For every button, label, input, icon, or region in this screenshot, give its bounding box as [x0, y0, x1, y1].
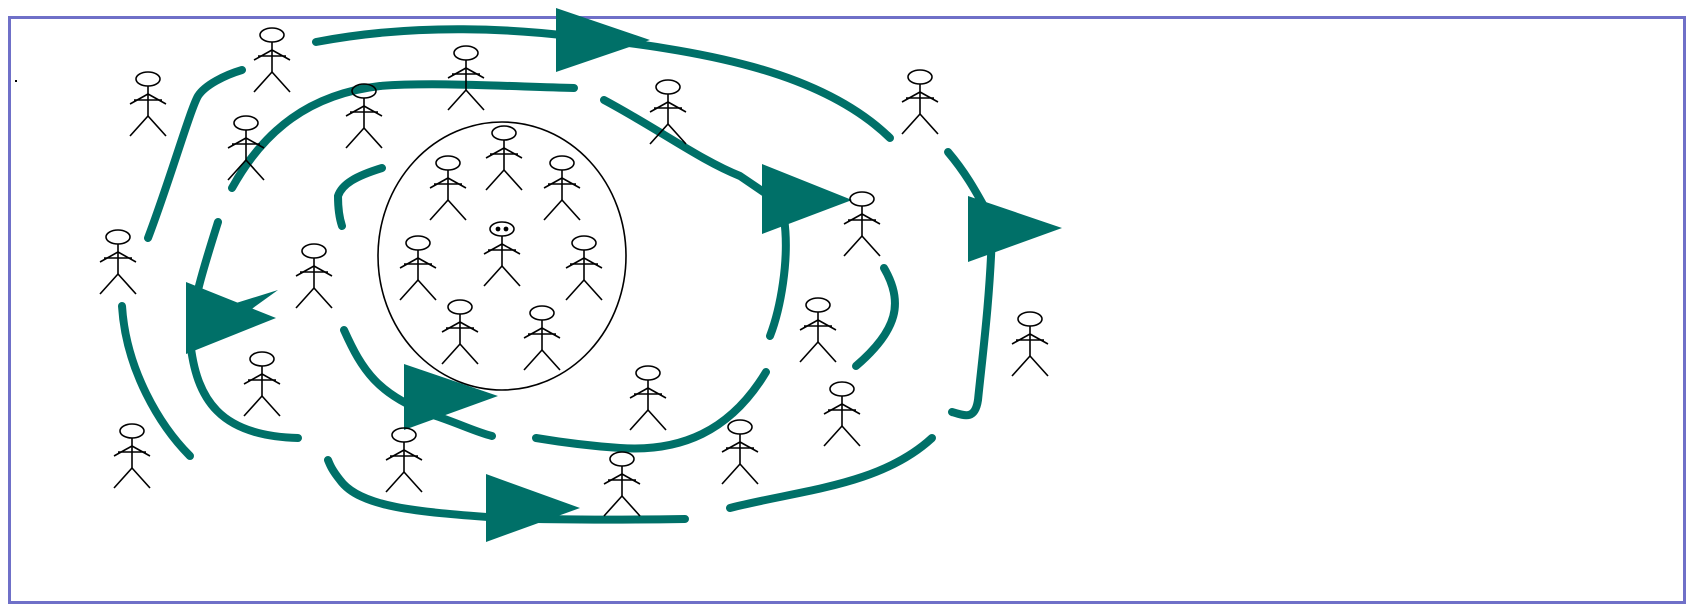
center-person — [483, 221, 521, 287]
people-in-group — [399, 125, 603, 371]
flow-outer-left-bottom — [118, 302, 194, 460]
flow-inner-top — [333, 164, 386, 230]
stray-dot — [15, 80, 17, 82]
arrowheads — [186, 8, 1062, 542]
arrowhead-icon — [486, 474, 580, 542]
diagram-frame — [8, 16, 1686, 604]
flow-outer-right — [948, 228, 996, 420]
flow-outer-bottom — [324, 456, 689, 524]
flow-outer-right-top — [944, 148, 989, 212]
arrowhead-icon — [556, 8, 650, 72]
arrowhead-icon — [404, 364, 498, 430]
flow-outer-bottom-right — [726, 434, 936, 512]
flow-middle-right-top — [600, 96, 794, 214]
arrowhead-icon — [968, 196, 1062, 262]
arrowhead-icon — [186, 282, 276, 354]
flow-outer-left — [144, 66, 246, 242]
flow-middle-top — [228, 80, 578, 192]
flow-lines — [118, 25, 996, 524]
arrowhead-icon — [762, 164, 852, 234]
flow-middle-right — [766, 214, 790, 340]
flow-middle-bottom-right — [532, 368, 770, 453]
central-group-ellipse — [377, 121, 627, 391]
flow-inner-right — [852, 264, 899, 370]
